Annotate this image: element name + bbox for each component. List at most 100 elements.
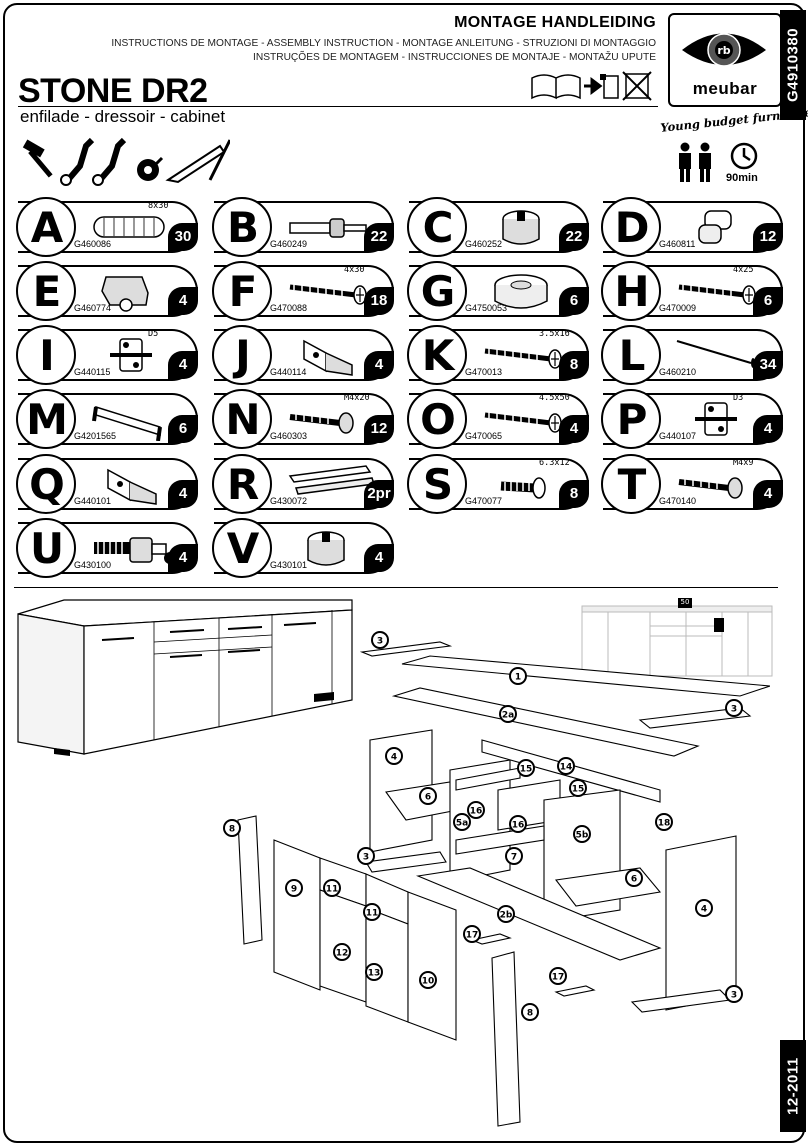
part-code: G470077 — [465, 496, 503, 506]
part-quantity: 4 — [364, 351, 394, 379]
part-letter-circle — [212, 325, 272, 385]
part-code: G440114 — [270, 367, 307, 377]
part-letter: I — [39, 331, 55, 380]
panel-number: 16 — [512, 821, 525, 831]
part-code: G460210 — [659, 367, 697, 377]
panel-number-badge: 6 — [625, 869, 643, 887]
part-size: D5 — [148, 329, 159, 339]
panel-number-badge: 10 — [419, 971, 437, 989]
part-code: G460086 — [74, 239, 112, 249]
doc-code-tab: G4910380 — [780, 10, 806, 120]
part-code: G470009 — [659, 303, 697, 313]
panel-number-badge: 3 — [725, 985, 743, 1003]
part-size: M4x9 — [733, 458, 754, 468]
handle-icon — [92, 405, 162, 441]
part-code: G430101 — [270, 560, 308, 570]
panel-number: 3 — [731, 991, 737, 1001]
part-letter-circle — [212, 454, 272, 514]
panel-number: 11 — [366, 909, 379, 919]
hammer-icon — [22, 139, 53, 178]
part-quantity: 4 — [168, 544, 198, 572]
part-code: G460249 — [270, 239, 308, 249]
part-letter-circle — [16, 389, 76, 449]
part-quantity: 2pr — [364, 480, 394, 508]
panel-number: 8 — [527, 1009, 533, 1019]
part-size: 8x30 — [148, 201, 169, 211]
panel-number: 6 — [631, 875, 637, 885]
brand-name: meubar — [692, 79, 758, 98]
panel-number: 11 — [326, 885, 339, 895]
tape-measure-icon — [137, 156, 164, 181]
part-letter: O — [420, 395, 456, 444]
panel-number-badge: 16 — [467, 801, 485, 819]
panel-number-badge: 16 — [509, 815, 527, 833]
panel-number-badge: 5a — [453, 813, 471, 831]
clock-icon — [728, 142, 760, 179]
panel-number-badge: 3 — [357, 847, 375, 865]
panel-number: 3 — [377, 637, 383, 647]
panel-number-badge: 9 — [285, 879, 303, 897]
part-letter: M — [26, 395, 68, 444]
panel-number: 4 — [391, 753, 397, 763]
panel-number-badge: 3 — [725, 699, 743, 717]
panel-8-right — [491, 951, 521, 1127]
panel-number: 14 — [560, 763, 573, 773]
panel-number: 3 — [363, 853, 369, 863]
part-quantity: 12 — [753, 223, 783, 251]
screwdriver-minus-icon — [92, 137, 127, 186]
part-letter: U — [29, 524, 65, 573]
panel-number-badge: 11 — [323, 879, 341, 897]
part-code: G470065 — [465, 431, 503, 441]
part-size: 4x30 — [344, 265, 365, 275]
part-letter-circle — [16, 325, 76, 385]
part-letter: N — [225, 395, 261, 444]
part-quantity: 4 — [753, 415, 783, 443]
part-letter: A — [30, 203, 64, 252]
panel-number-badge: 15 — [569, 779, 587, 797]
cam-lock-icon — [502, 210, 540, 245]
product-name: STONE DR2 — [18, 72, 208, 110]
panel-number: 18 — [658, 819, 671, 829]
part-code: G430100 — [74, 560, 112, 570]
screw-icon — [484, 412, 562, 433]
wooden-dowel-icon — [93, 216, 165, 238]
part-code: G4750053 — [465, 303, 508, 313]
manual-title: MONTAGE HANDLEIDING — [454, 14, 656, 31]
assembly-time: 90min — [726, 172, 758, 184]
panel-number-badge: 12 — [333, 943, 351, 961]
doc-code: G4910380 — [784, 27, 802, 103]
panel-8-left — [237, 815, 263, 945]
panel-number: 5a — [456, 819, 468, 829]
screw-icon — [678, 284, 756, 305]
part-letter-circle — [16, 261, 76, 321]
part-letter: V — [226, 524, 260, 573]
part-code: G460303 — [270, 431, 308, 441]
part-letter-circle — [407, 197, 467, 257]
title-underline — [18, 106, 658, 107]
panel-number-badge: 3 — [371, 631, 389, 649]
part-size: D3 — [733, 393, 744, 403]
panel-number: 4 — [701, 905, 707, 915]
part-quantity: 18 — [364, 287, 394, 315]
manual-subtitle-line2: INSTRUÇÕES DE MONTAGEM - INSTRUCCIONES D… — [253, 52, 656, 63]
part-letter: F — [228, 267, 258, 316]
part-quantity: 8 — [559, 351, 589, 379]
part-card-u: U G430100 4 — [16, 518, 198, 578]
panel-number-badge: 17 — [463, 925, 481, 943]
part-code: G460811 — [659, 239, 696, 249]
reading-icons — [530, 70, 655, 107]
part-letter: G — [420, 267, 456, 316]
panel-number-badge: 17 — [549, 967, 567, 985]
